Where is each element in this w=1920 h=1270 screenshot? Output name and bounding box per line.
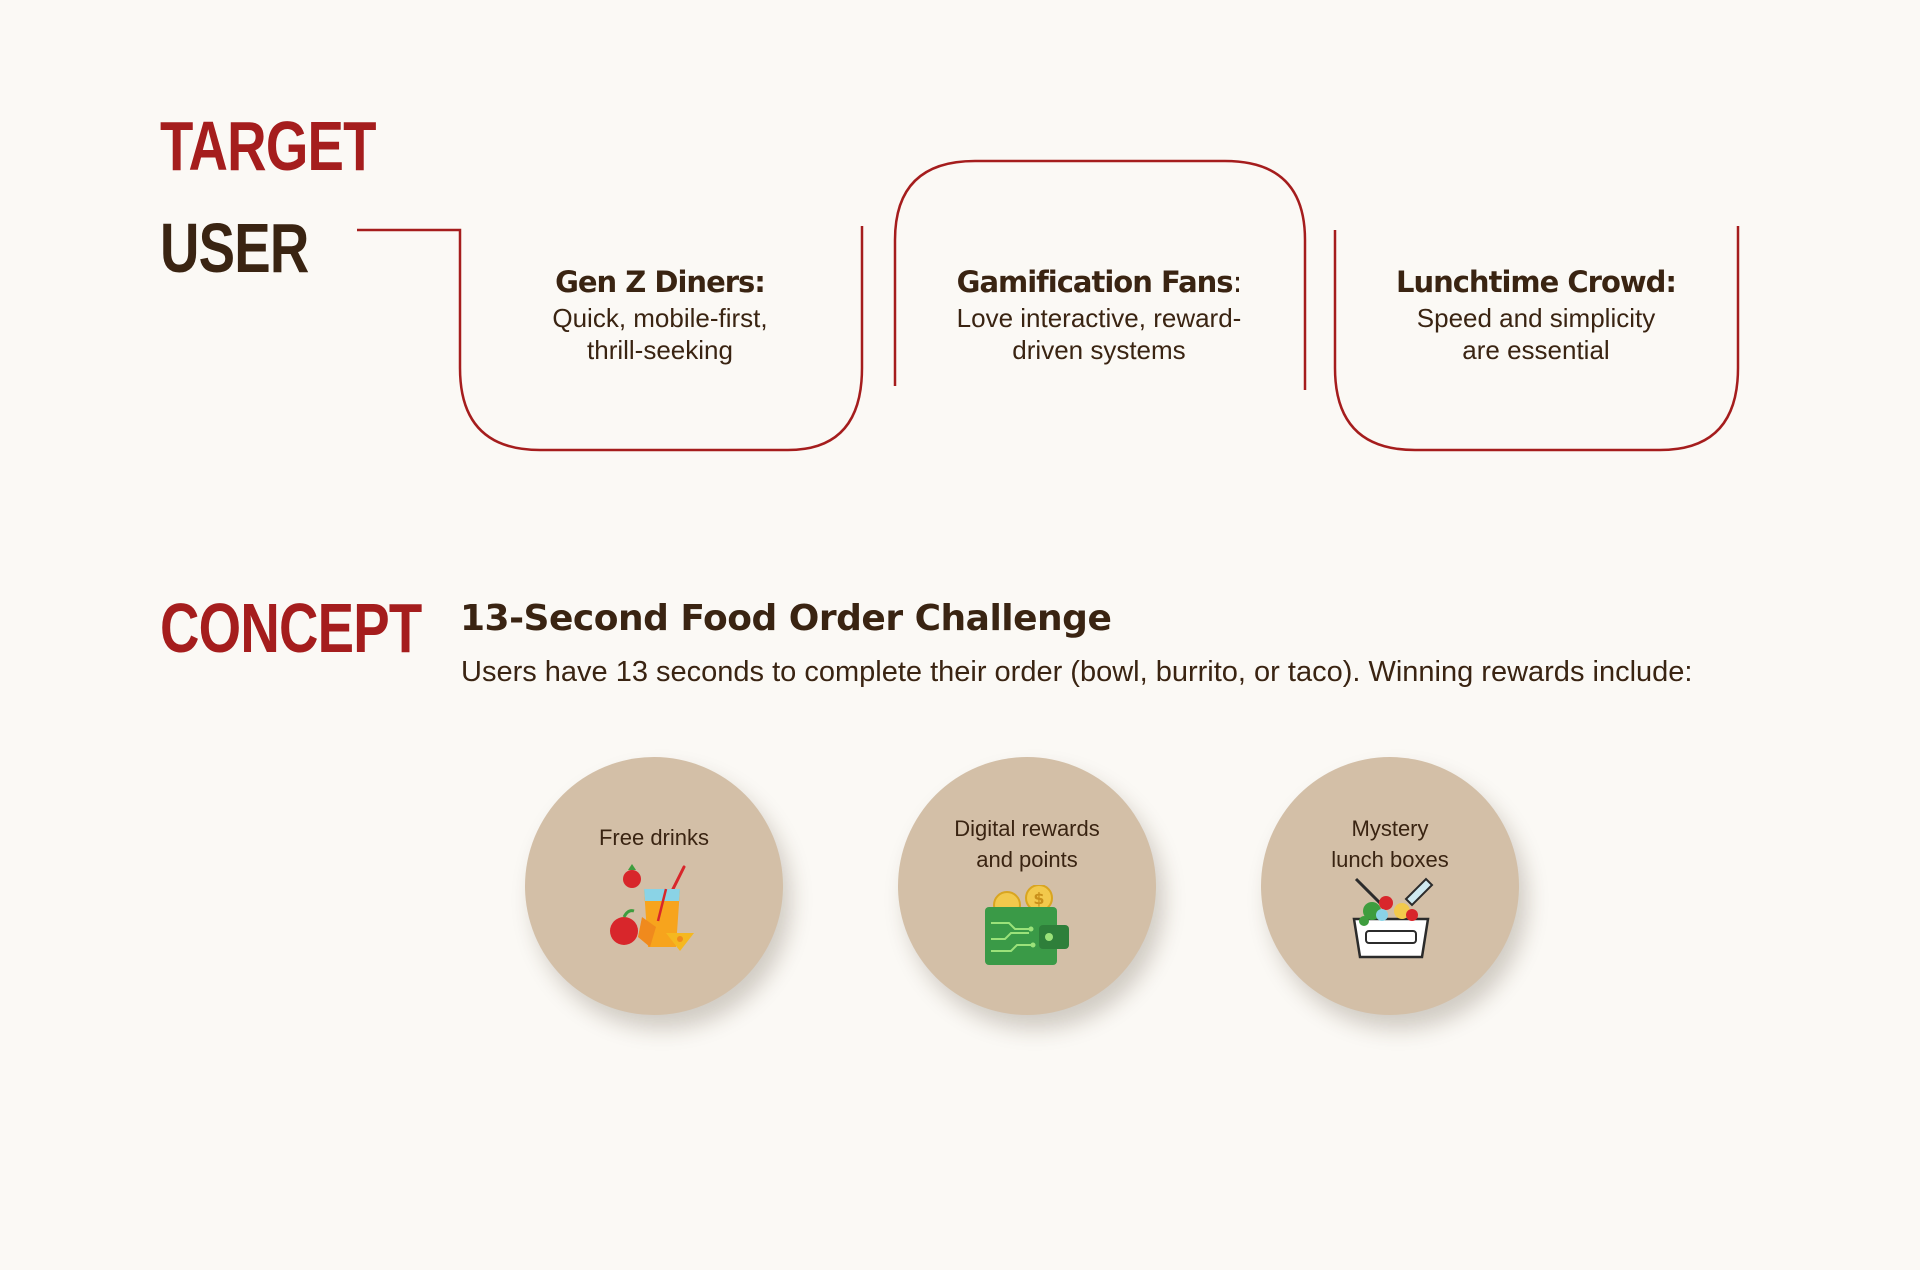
user-card-gen-z: Gen Z Diners: Quick, mobile-first, thril… (458, 264, 862, 366)
target-title: TARGET (160, 107, 377, 185)
user-title: USER (160, 209, 309, 287)
concept-title: CONCEPT (160, 589, 422, 667)
digital-wallet-icon: $ (985, 885, 1069, 965)
reward-label: Mystery lunch boxes (1331, 816, 1449, 872)
reward-label: Free drinks (598, 825, 710, 850)
target-user-connector (357, 159, 1740, 452)
card-title: Lunchtime Crowd: (1395, 265, 1677, 299)
svg-text:$: $ (1033, 889, 1044, 908)
user-card-gamification: Gamification Fans: Love interactive, rew… (897, 264, 1301, 366)
user-card-lunchtime: Lunchtime Crowd: Speed and simplicity ar… (1334, 264, 1738, 366)
concept-description: Users have 13 seconds to complete their … (461, 656, 1693, 688)
reward-free-drinks: Free drinks (525, 757, 783, 1015)
drinks-icon (610, 864, 694, 951)
concept-heading: 13-Second Food Order Challenge (460, 598, 1112, 639)
card-title: Gamification Fans: (956, 265, 1243, 299)
reward-label: Digital rewards and points (954, 816, 1100, 872)
card-title: Gen Z Diners: (555, 265, 766, 299)
card-description: Speed and simplicity are essential (1416, 303, 1656, 365)
lunch-box-icon (1352, 877, 1434, 959)
card-description: Quick, mobile-first, thrill-seeking (552, 303, 768, 365)
card-description: Love interactive, reward- driven systems (956, 303, 1242, 365)
reward-digital-points: Digital rewards and points $ (898, 757, 1156, 1015)
reward-mystery-boxes: Mystery lunch boxes (1261, 757, 1519, 1015)
